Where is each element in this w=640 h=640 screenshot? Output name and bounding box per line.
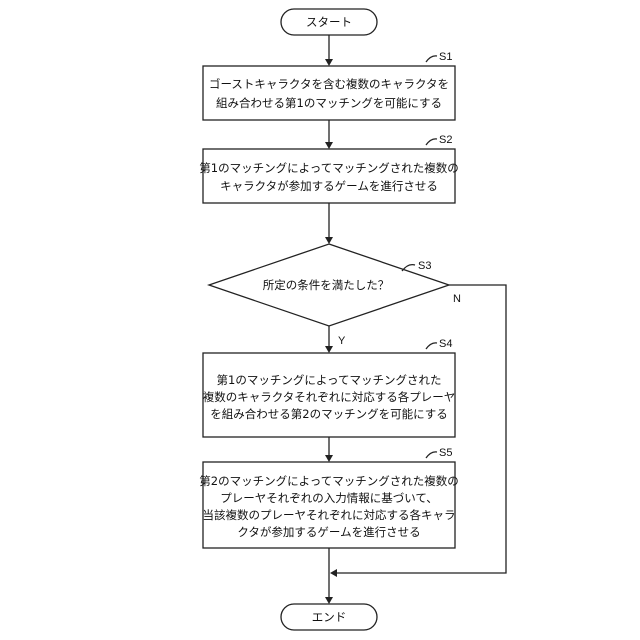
branch-no-label: N	[453, 293, 461, 305]
s1-step-label: S1	[439, 51, 452, 63]
s4-step-label: S4	[439, 338, 452, 350]
arrowhead-s3	[325, 237, 333, 244]
process-step-s4: 第1のマッチングによってマッチングされた 複数のキャラクタそれぞれに対応する各プ…	[203, 353, 456, 437]
s2-text-line-2: キャラクタが参加するゲームを進行させる	[220, 179, 438, 193]
process-step-s2: 第1のマッチングによってマッチングされた複数の キャラクタが参加するゲームを進行…	[199, 149, 458, 203]
s2-text-line-1: 第1のマッチングによってマッチングされた複数の	[199, 161, 458, 175]
s4-label-connector	[426, 343, 437, 349]
s4-text-line-3: を組み合わせる第2のマッチングを可能にする	[210, 407, 447, 421]
s5-text-line-3: 当該複数のプレーヤそれぞれに対応する各キャラ	[203, 508, 456, 522]
s4-text-line-1: 第1のマッチングによってマッチングされた	[217, 373, 442, 387]
s1-label-connector	[426, 56, 437, 62]
arrowhead-s4	[325, 346, 333, 353]
process-step-s1: ゴーストキャラクタを含む複数のキャラクタを 組み合わせる第1のマッチングを可能に…	[203, 66, 455, 120]
s5-label-connector	[426, 452, 437, 458]
start-terminal: スタート	[281, 9, 377, 35]
process-step-s5: 第2のマッチングによってマッチングされた複数の プレーヤそれぞれの入力情報に基づ…	[199, 462, 458, 548]
branch-yes-label: Y	[338, 335, 346, 347]
s5-text-line-4: クタが参加するゲームを進行させる	[237, 525, 420, 539]
s1-text-line-2: 組み合わせる第1のマッチングを可能にする	[216, 96, 442, 110]
end-label: エンド	[312, 610, 347, 624]
s3-step-label: S3	[418, 260, 431, 272]
arrowhead-s2	[325, 142, 333, 149]
start-label: スタート	[306, 15, 352, 29]
arrowhead-end	[325, 597, 333, 604]
decision-s3: 所定の条件を満たした？	[209, 244, 449, 326]
s2-label-connector	[426, 139, 437, 145]
s5-text-line-2: プレーヤそれぞれの入力情報に基づいて、	[220, 491, 438, 505]
s5-step-label: S5	[439, 447, 452, 459]
arrowhead-s1	[325, 59, 333, 66]
arrowhead-merge	[330, 569, 337, 577]
s2-step-label: S2	[439, 134, 452, 146]
s4-text-line-2: 複数のキャラクタそれぞれに対応する各プレーヤ	[203, 390, 456, 404]
s1-text-line-1: ゴーストキャラクタを含む複数のキャラクタを	[209, 77, 449, 91]
s5-text-line-1: 第2のマッチングによってマッチングされた複数の	[199, 474, 458, 488]
end-terminal: エンド	[281, 604, 377, 630]
arrowhead-s5	[325, 455, 333, 462]
s3-condition-text: 所定の条件を満たした？	[263, 278, 390, 292]
